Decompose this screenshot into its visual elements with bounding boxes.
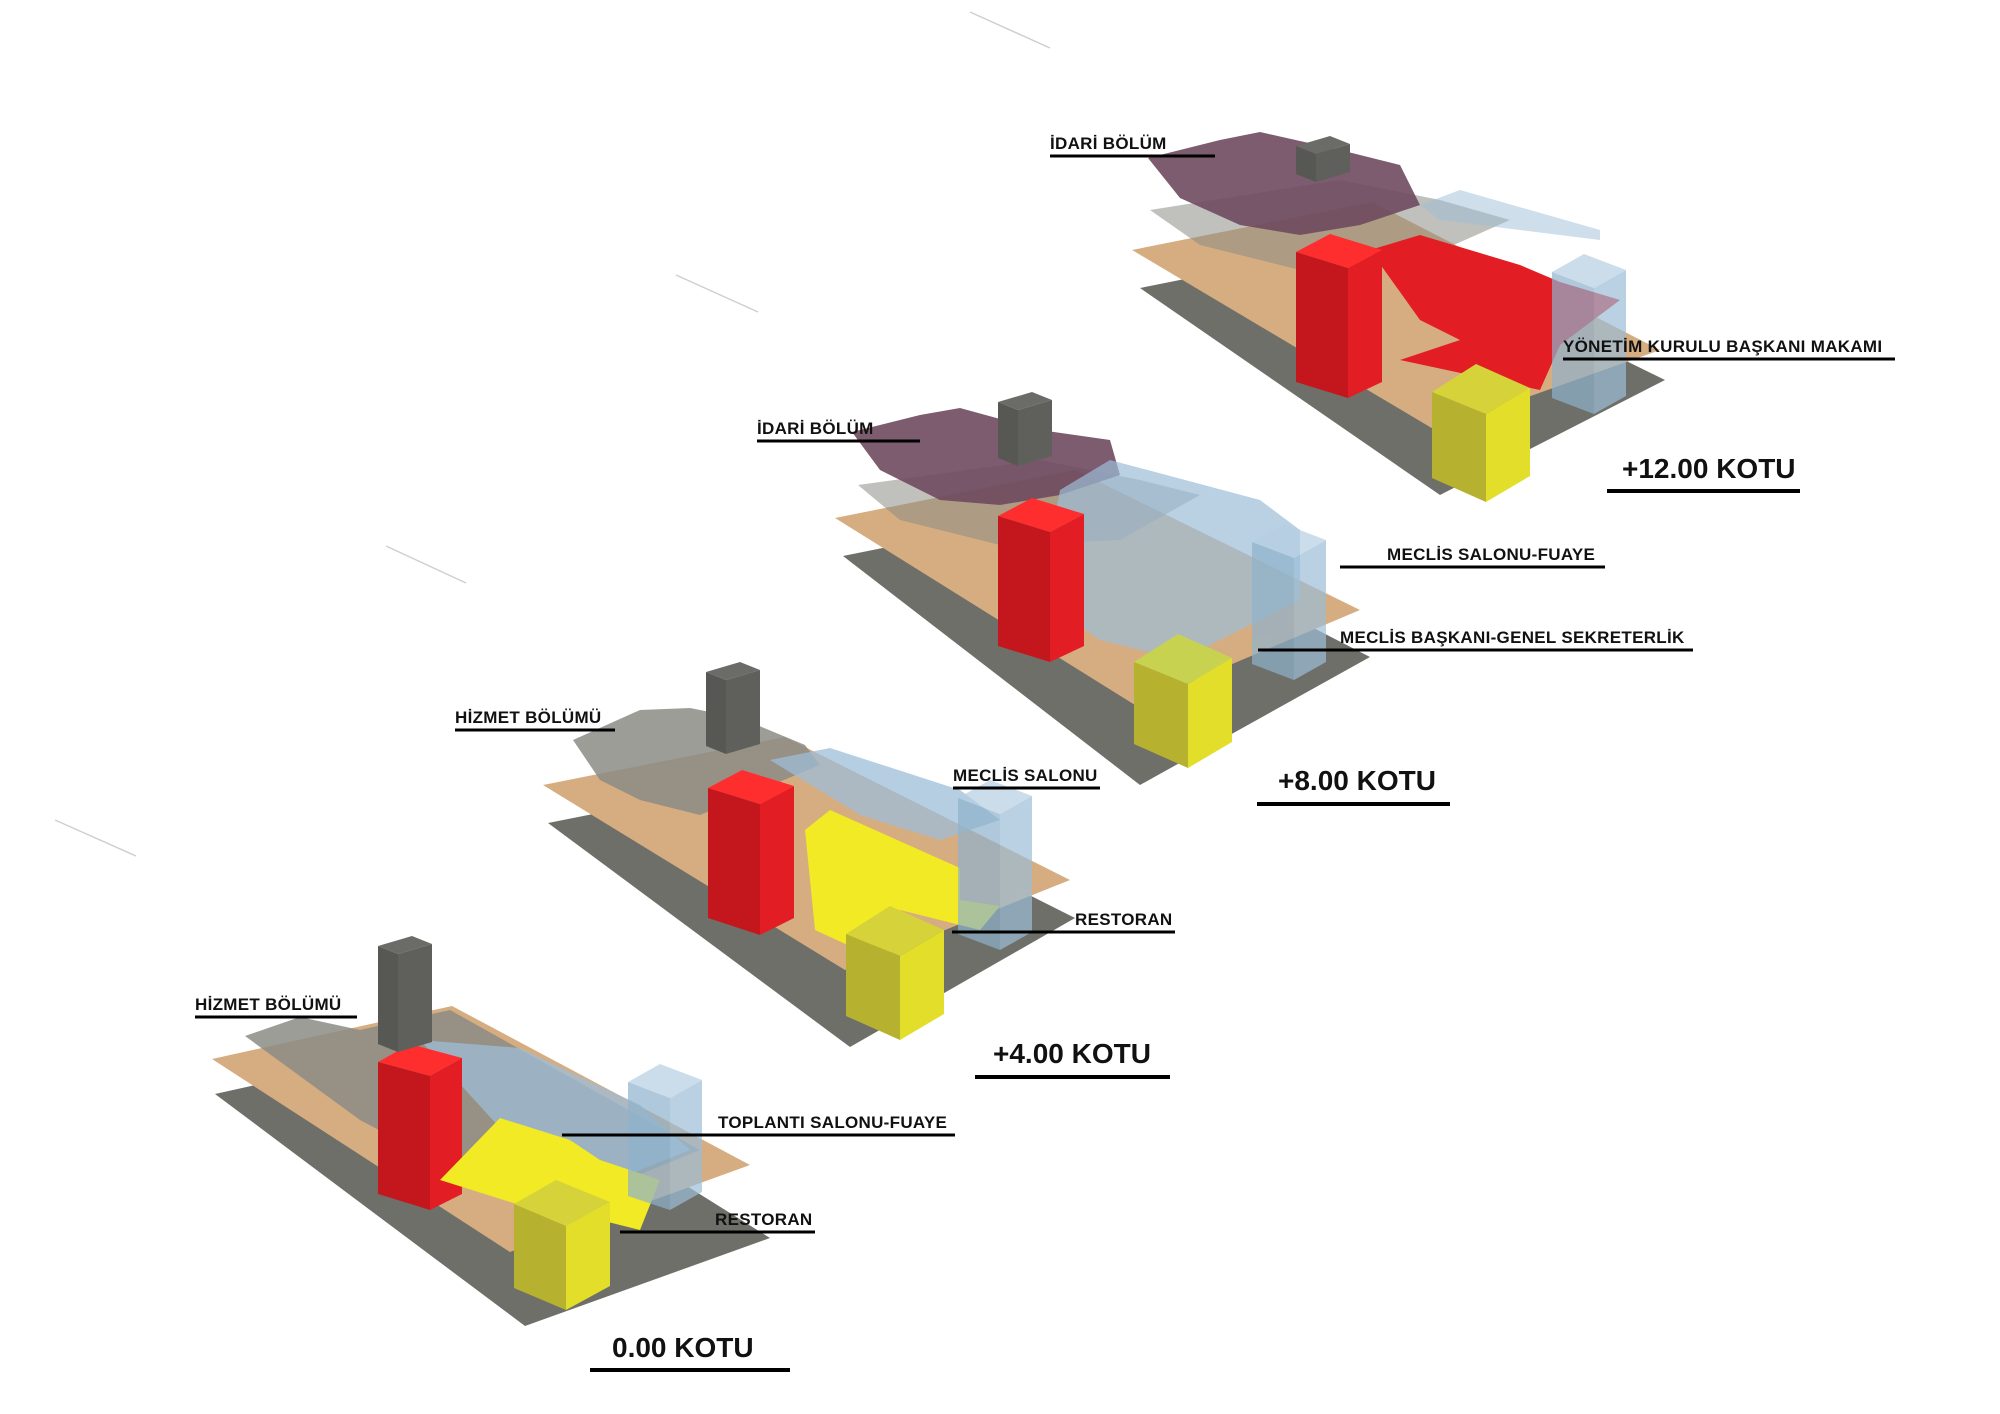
- level-title-8: +8.00 KOTU: [1278, 765, 1436, 796]
- label-council-hall: MECLİS SALONU: [953, 766, 1098, 785]
- level-title-4: +4.00 KOTU: [993, 1038, 1151, 1069]
- level-12-admin-tower: [1296, 136, 1350, 182]
- level-12-admin-slab: [1148, 132, 1420, 235]
- label-chairman-secretariat: MECLİS BAŞKANI-GENEL SEKRETERLİK: [1340, 628, 1685, 647]
- label-service-section-0: HİZMET BÖLÜMÜ: [195, 995, 342, 1014]
- level-4-yellow-box: [846, 906, 944, 1040]
- level-4-service-tower: [706, 662, 760, 754]
- label-admin-section-12: İDARİ BÖLÜM: [1050, 134, 1167, 153]
- level-8-yellow-box: [1134, 634, 1232, 768]
- level-8-glass-tower: [1252, 524, 1326, 680]
- level-title-12: +12.00 KOTU: [1622, 453, 1796, 484]
- level-8-block: [835, 392, 1370, 785]
- level-8-glass-foyer: [1040, 460, 1300, 660]
- level-8-admin-slab: [852, 408, 1120, 505]
- level-12-labels: İDARİ BÖLÜM YÖNETİM KURULU BAŞKANI MAKAM…: [1050, 134, 1895, 493]
- level-8-red-core: [998, 498, 1084, 662]
- level-12-glass-tower: [1552, 254, 1626, 414]
- level-0-glass-foyer: [420, 1040, 690, 1190]
- level-0-labels: HİZMET BÖLÜMÜ TOPLANTI SALONU-FUAYE REST…: [195, 995, 955, 1372]
- construction-lines: [54, 11, 1051, 857]
- level-4-glass-tower: [958, 780, 1032, 950]
- label-admin-section-8: İDARİ BÖLÜM: [757, 419, 874, 438]
- level-12-yellow-box: [1432, 364, 1530, 502]
- level-4-block: [543, 662, 1075, 1047]
- label-restaurant-4: RESTORAN: [1075, 910, 1173, 929]
- level-0-glass-tower: [628, 1064, 702, 1210]
- label-meeting-hall-foyer: TOPLANTI SALONU-FUAYE: [718, 1113, 947, 1132]
- level-0-red-core: [378, 1044, 462, 1210]
- level-4-glass-council-hall: [770, 748, 1000, 840]
- label-service-section-4: HİZMET BÖLÜMÜ: [455, 708, 602, 727]
- label-board-chairman-office: YÖNETİM KURULU BAŞKANI MAKAMI: [1563, 337, 1882, 356]
- level-4-labels: HİZMET BÖLÜMÜ MECLİS SALONU RESTORAN +4.…: [455, 708, 1175, 1079]
- label-restaurant-0: RESTORAN: [715, 1210, 813, 1229]
- level-8-admin-tower: [998, 392, 1052, 466]
- level-12-red-core: [1296, 234, 1382, 398]
- level-4-yellow-restaurant-slab: [805, 810, 1000, 960]
- level-12-block: [1132, 132, 1665, 502]
- level-12-glass-bridge: [1420, 190, 1600, 240]
- label-council-hall-foyer: MECLİS SALONU-FUAYE: [1387, 545, 1595, 564]
- level-4-red-core: [708, 770, 794, 935]
- level-0-block: [212, 936, 770, 1326]
- level-0-yellow-box: [514, 1180, 610, 1310]
- level-0-service-tower: [378, 936, 432, 1052]
- level-title-0: 0.00 KOTU: [612, 1332, 754, 1363]
- level-8-labels: İDARİ BÖLÜM MECLİS SALONU-FUAYE MECLİS B…: [757, 419, 1693, 806]
- level-12-red-chairman-slab: [1370, 235, 1620, 390]
